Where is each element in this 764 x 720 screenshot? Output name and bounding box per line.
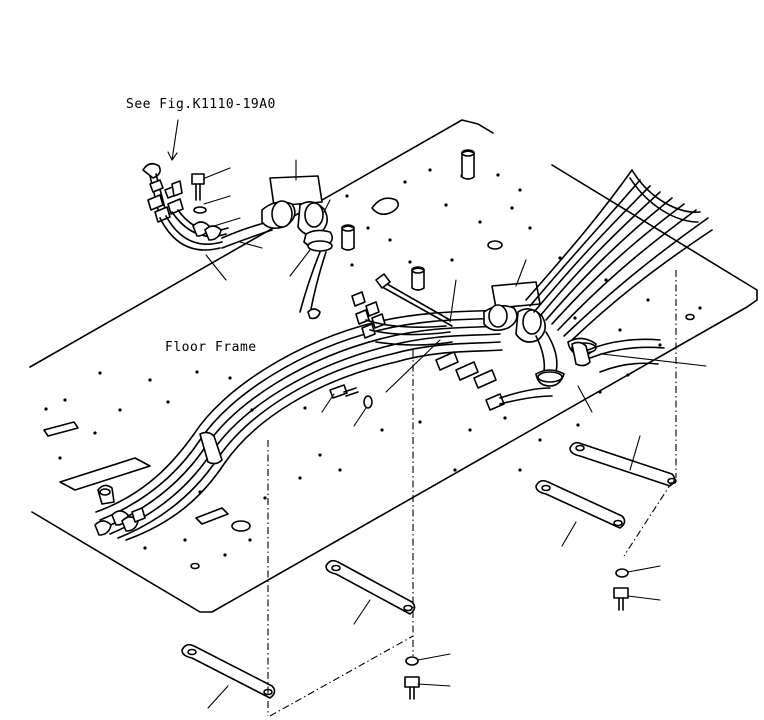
grommet-elbow-upper — [261, 175, 334, 320]
centre-lines — [267, 270, 677, 717]
stay-bracket-mid-right — [535, 479, 626, 529]
bolt-washer-lower-mid — [404, 656, 420, 700]
stay-bracket-left — [181, 643, 276, 699]
bolt-washer-lower-right — [613, 568, 629, 611]
middle-fittings — [329, 273, 553, 411]
stay-bracket-mid — [325, 559, 416, 615]
harness-upper-right — [525, 169, 713, 373]
stay-bracket-right — [569, 441, 677, 487]
wire-harness-bundle — [94, 309, 503, 541]
floor-frame-label: Floor Frame — [165, 340, 257, 355]
plate-holes — [44, 168, 702, 557]
floor-frame-plate — [29, 119, 758, 613]
left-hose-fittings — [142, 162, 273, 251]
reference-figure-label: See Fig.K1110-19A0 — [126, 97, 276, 112]
leader-lines — [167, 119, 707, 709]
standoff-posts — [341, 149, 475, 291]
